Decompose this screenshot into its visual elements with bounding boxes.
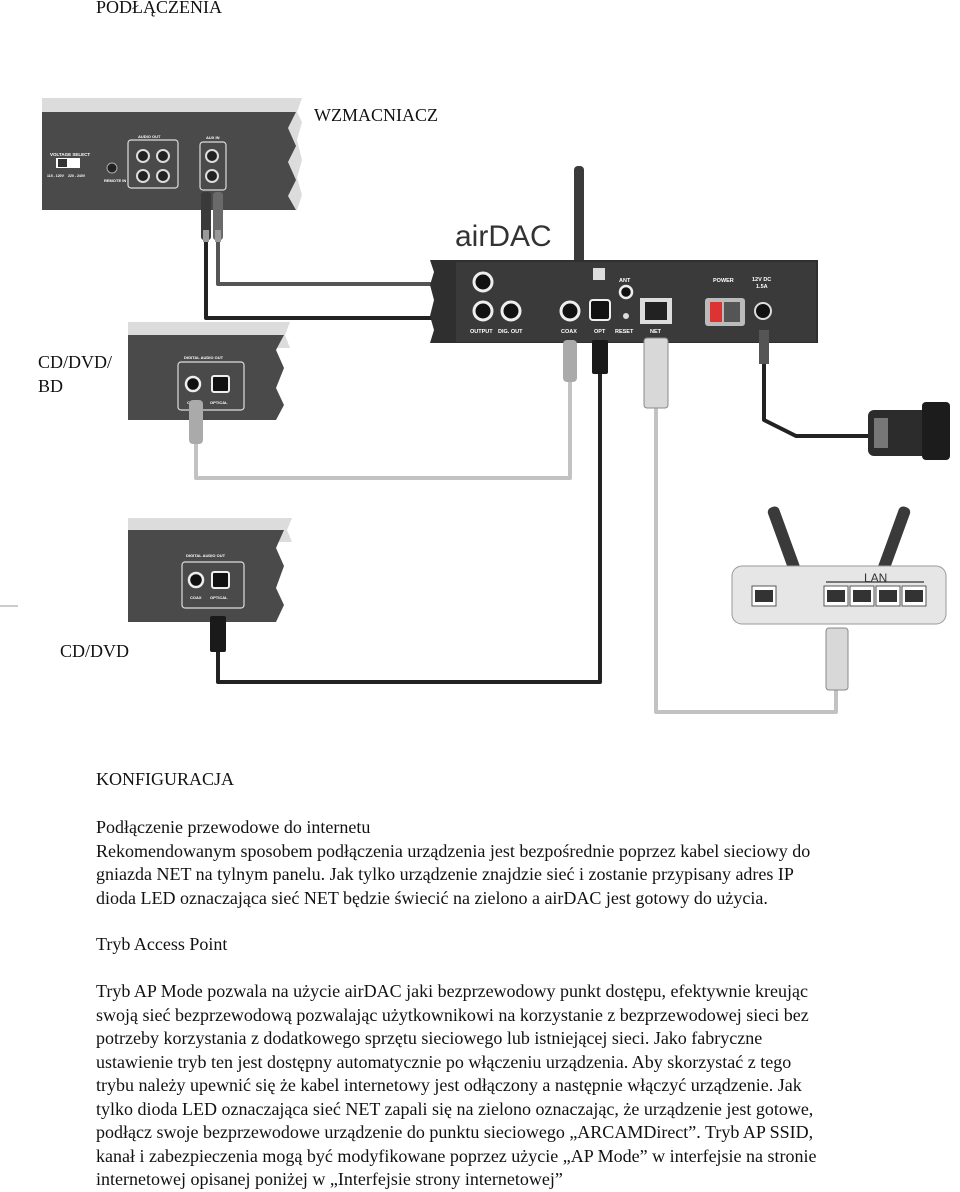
amp-remote-in-label: REMOTE IN bbox=[104, 178, 126, 183]
amp-voltage-115-label: 115 - 120V bbox=[47, 174, 65, 178]
amp-voltage-select-label: VOLTAGE SELECT bbox=[50, 152, 90, 157]
connection-diagram: VOLTAGE SELECT 115 - 120V 220 - 240V REM… bbox=[0, 98, 950, 714]
wired-line: Rekomendowanym sposobem podłączenia urzą… bbox=[96, 840, 811, 861]
player1-label-line2: BD bbox=[38, 376, 64, 396]
cable-amp-output-1 bbox=[204, 238, 472, 320]
player2-back-panel: DIGITAL AUDIO OUT COAX OPTICAL bbox=[128, 518, 292, 652]
section-heading-configuration: KONFIGURACJA bbox=[96, 769, 235, 789]
ap-line: ustawienie tryb ten jest dostępny automa… bbox=[96, 1051, 792, 1072]
cable-coax bbox=[194, 373, 572, 480]
airdac-opt-label: OPT bbox=[594, 329, 606, 335]
section-heading-connections: PODŁĄCZENIA bbox=[96, 0, 222, 17]
amp-audio-out-label: AUDIO OUT bbox=[138, 134, 161, 139]
wired-line: gniazda NET na tylnym panelu. Jak tylko … bbox=[96, 864, 794, 884]
power-adapter bbox=[868, 402, 950, 460]
player2-digital-out-label: DIGITAL AUDIO OUT bbox=[186, 553, 226, 558]
airdac-dig-out-label: DIG. OUT bbox=[498, 329, 523, 335]
airdac-coax-label: COAX bbox=[561, 329, 577, 335]
player2-optical-label: OPTICAL bbox=[210, 595, 228, 600]
ap-mode-title: Tryb Access Point bbox=[96, 934, 228, 954]
router: LAN bbox=[731, 506, 947, 691]
airdac-power-label: POWER bbox=[713, 278, 734, 284]
ap-mode-paragraph: Tryb AP Mode pozwala na użycie airDAC ja… bbox=[96, 980, 926, 1192]
amplifier-back-panel: VOLTAGE SELECT 115 - 120V 220 - 240V REM… bbox=[42, 98, 302, 242]
cable-amp-output-2 bbox=[216, 238, 472, 314]
wired-title: Podłączenie przewodowe do internetu bbox=[96, 817, 371, 837]
airdac-ant-label: ANT bbox=[619, 278, 631, 284]
player2-coax-label: COAX bbox=[190, 595, 202, 600]
ap-line: podłącz swoje bezprzewodowe urządzenie d… bbox=[96, 1122, 814, 1142]
airdac-output-label: OUTPUT bbox=[470, 329, 493, 335]
ap-line: swoją sieć bezprzewodową pozwalając użyt… bbox=[96, 1004, 809, 1025]
wired-paragraph: Podłączenie przewodowe do internetu Reko… bbox=[96, 816, 926, 910]
player2-label: CD/DVD bbox=[60, 641, 130, 661]
ap-line: tylko dioda LED oznaczająca sieć NET zap… bbox=[96, 1098, 814, 1119]
ap-line: internetowej opisanej poniżej w „Interfe… bbox=[96, 1169, 563, 1189]
ap-line: kanał i zabezpieczenia mogą być modyfiko… bbox=[96, 1145, 817, 1166]
airdac-reset-label: RESET bbox=[615, 329, 634, 335]
airdac-net-label: NET bbox=[650, 329, 662, 335]
router-lan-label: LAN bbox=[864, 571, 887, 585]
cable-power bbox=[762, 358, 872, 438]
airdac-unit: airDAC OUTPUT DIG. OUT COAX OPT RESET NE… bbox=[430, 166, 818, 409]
ap-line: Tryb AP Mode pozwala na użycie airDAC ja… bbox=[96, 981, 808, 1001]
player1-label-line1: CD/DVD/ bbox=[38, 352, 113, 372]
cable-optical bbox=[216, 370, 602, 684]
ap-line: potrzeby korzystania z dodatkowego sprzę… bbox=[96, 1028, 763, 1048]
player1-optical-label: OPTICAL bbox=[210, 400, 228, 405]
amp-aux-in-label: AUX IN bbox=[206, 135, 220, 140]
player1-back-panel: DIGITAL AUDIO OUT COAX OPTICAL bbox=[128, 322, 290, 444]
amplifier-label: WZMACNIACZ bbox=[314, 105, 438, 125]
airdac-dc-label: 12V DC bbox=[752, 277, 771, 283]
ap-line: trybu należy upewnić się że kabel intern… bbox=[96, 1075, 802, 1095]
airdac-amps-label: 1.5A bbox=[756, 284, 768, 290]
amp-voltage-230-label: 220 - 240V bbox=[68, 174, 86, 178]
player1-digital-out-label: DIGITAL AUDIO OUT bbox=[184, 355, 224, 360]
wired-line: dioda LED oznaczająca sieć NET będzie św… bbox=[96, 887, 768, 908]
airdac-logo: airDAC bbox=[455, 220, 552, 253]
antenna bbox=[574, 166, 584, 266]
cable-ethernet bbox=[654, 408, 838, 714]
